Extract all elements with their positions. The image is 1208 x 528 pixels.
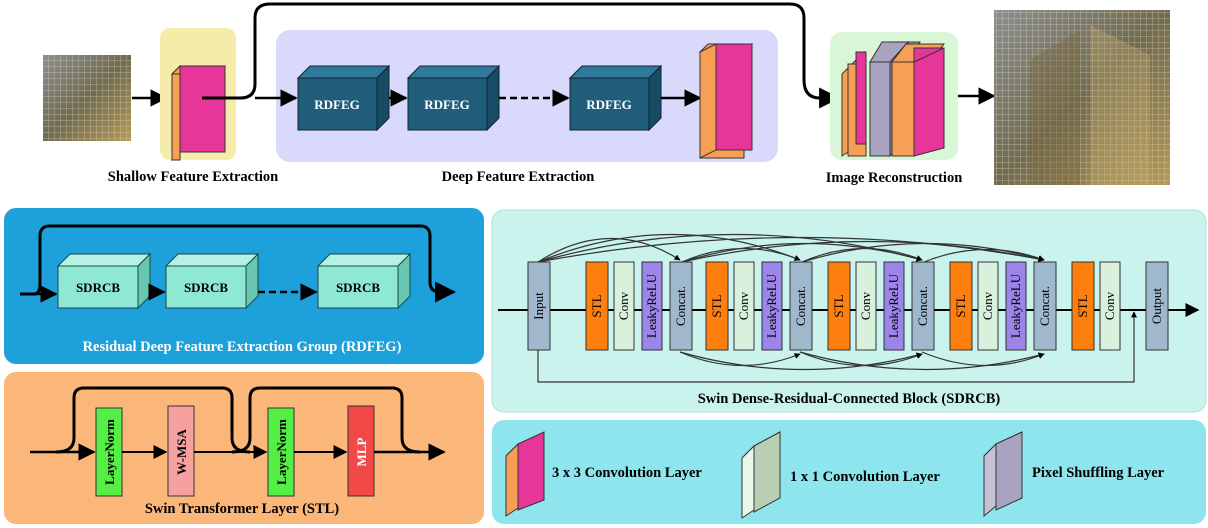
sdrcb-block-1: SDRCB [56,252,152,310]
wmsa-label: W-MSA [174,429,189,475]
conv-box-4 [977,261,999,351]
dense-connections-top [537,233,1045,263]
sdrcb-panel-title: Swin Dense-Residual-Connected Block (SDR… [698,391,1001,407]
stl-label-4: STL [953,294,968,317]
sdrcb-panel: Input STL Conv LeakyReLU Concat. STL Con… [491,209,1207,413]
global-skip-connection [202,2,841,109]
sdrcb-input-label: Input [531,292,546,320]
leaky-box-4 [1005,261,1027,351]
rdfeg-block-1-label: RDFEG [314,97,360,112]
rdfeg-block-2: RDFEG [406,64,501,132]
stl-label-5: STL [1075,294,1090,317]
stl-box-3 [827,261,851,351]
leaky-box-1 [641,261,663,351]
rdfeg-block-3: RDFEG [568,64,663,132]
stl-skip-1 [55,386,251,454]
rdfeg-panel-title: Residual Deep Feature Extraction Group (… [83,339,402,355]
wmsa-box [167,405,195,497]
recon-conv3-block-2 [890,43,946,157]
conv-box-3 [855,261,877,351]
deep-conv3-block [698,43,754,159]
rdfeg-block-3-label: RDFEG [586,97,632,112]
deep-panel [276,30,778,162]
stl-panel-title: Swin Transformer Layer (STL) [145,501,339,517]
sdrcb-input-box [527,261,551,351]
concat-label-1: Concat. [673,286,688,326]
layernorm-2-label: LayerNorm [274,419,289,485]
rdfeg-block-1: RDFEG [296,64,391,132]
layernorm-1-label: LayerNorm [102,419,117,485]
legend-pixel-icon [983,431,1023,518]
stl-label-3: STL [831,294,846,317]
legend-conv1-icon [741,431,781,519]
mlp-box [347,405,375,497]
concat-label-4: Concat. [1037,286,1052,326]
conv-box-5 [1099,261,1121,351]
top-pipeline: Shallow Feature Extraction RDFEG RDFEG R… [43,2,1170,186]
sdrcb-output-box [1145,261,1169,351]
leaky-label-2: LeakyReLU [764,273,779,338]
legend-conv3-icon [505,431,545,517]
stl-panel: LayerNorm W-MSA LayerNorm MLP Swin Trans… [4,372,484,524]
leaky-label-1: LeakyReLU [644,273,659,338]
stl-label-2: STL [709,294,724,317]
conv-box-2 [733,261,755,351]
conv-label-4: Conv [980,291,995,320]
stl-box-4 [949,261,973,351]
leaky-label-3: LeakyReLU [886,273,901,338]
sdrcb-residual-line [537,311,1137,383]
stl-label-1: STL [589,294,604,317]
stl-skip-2 [231,386,421,454]
sdrcb-block-3: SDRCB [316,252,412,310]
layernorm-2-box [267,407,295,497]
rdfeg-block-2-label: RDFEG [424,97,470,112]
leaky-label-4: LeakyReLU [1008,273,1023,338]
stl-box-1 [585,261,609,351]
sdrcb-block-2-label: SDRCB [184,280,228,295]
dense-connections-bottom [679,351,1045,371]
leaky-box-2 [761,261,783,351]
shallow-label: Shallow Feature Extraction [108,169,279,185]
shallow-conv3-block [170,64,227,162]
legend-conv1-label: 1 x 1 Convolution Layer [790,469,940,485]
concat-box-4 [1033,261,1057,351]
concat-box-1 [669,261,693,351]
concat-label-2: Concat. [793,286,808,326]
input-image [43,55,131,141]
conv-label-3: Conv [858,291,873,320]
stl-box-2 [705,261,729,351]
conv-label-1: Conv [616,291,631,320]
rdfeg-skip-connection [20,224,457,303]
legend-conv3-label: 3 x 3 Convolution Layer [552,465,702,481]
recon-conv3-block-1 [841,50,867,157]
rdfeg-panel: SDRCB SDRCB SDRCB Residual Deep Feature … [4,208,484,364]
concat-box-3 [911,261,935,351]
sdrcb-block-1-label: SDRCB [76,280,120,295]
conv-label-2: Conv [736,291,751,320]
layernorm-1-box [95,407,123,497]
concat-box-2 [789,261,813,351]
conv-box-1 [613,261,635,351]
sdrcb-output-label: Output [1149,288,1164,325]
concat-label-3: Concat. [915,286,930,326]
stl-box-5 [1071,261,1095,351]
output-image [994,10,1170,185]
leaky-box-3 [883,261,905,351]
conv-label-5: Conv [1102,291,1117,320]
sdrcb-block-2: SDRCB [164,252,260,310]
sdrcb-block-3-label: SDRCB [336,280,380,295]
legend-panel: 3 x 3 Convolution Layer 1 x 1 Convolutio… [492,420,1206,524]
deep-label: Deep Feature Extraction [442,169,595,185]
legend-pixel-label: Pixel Shuffling Layer [1032,465,1165,481]
recon-label: Image Reconstruction [826,170,963,186]
mlp-label: MLP [354,438,369,467]
